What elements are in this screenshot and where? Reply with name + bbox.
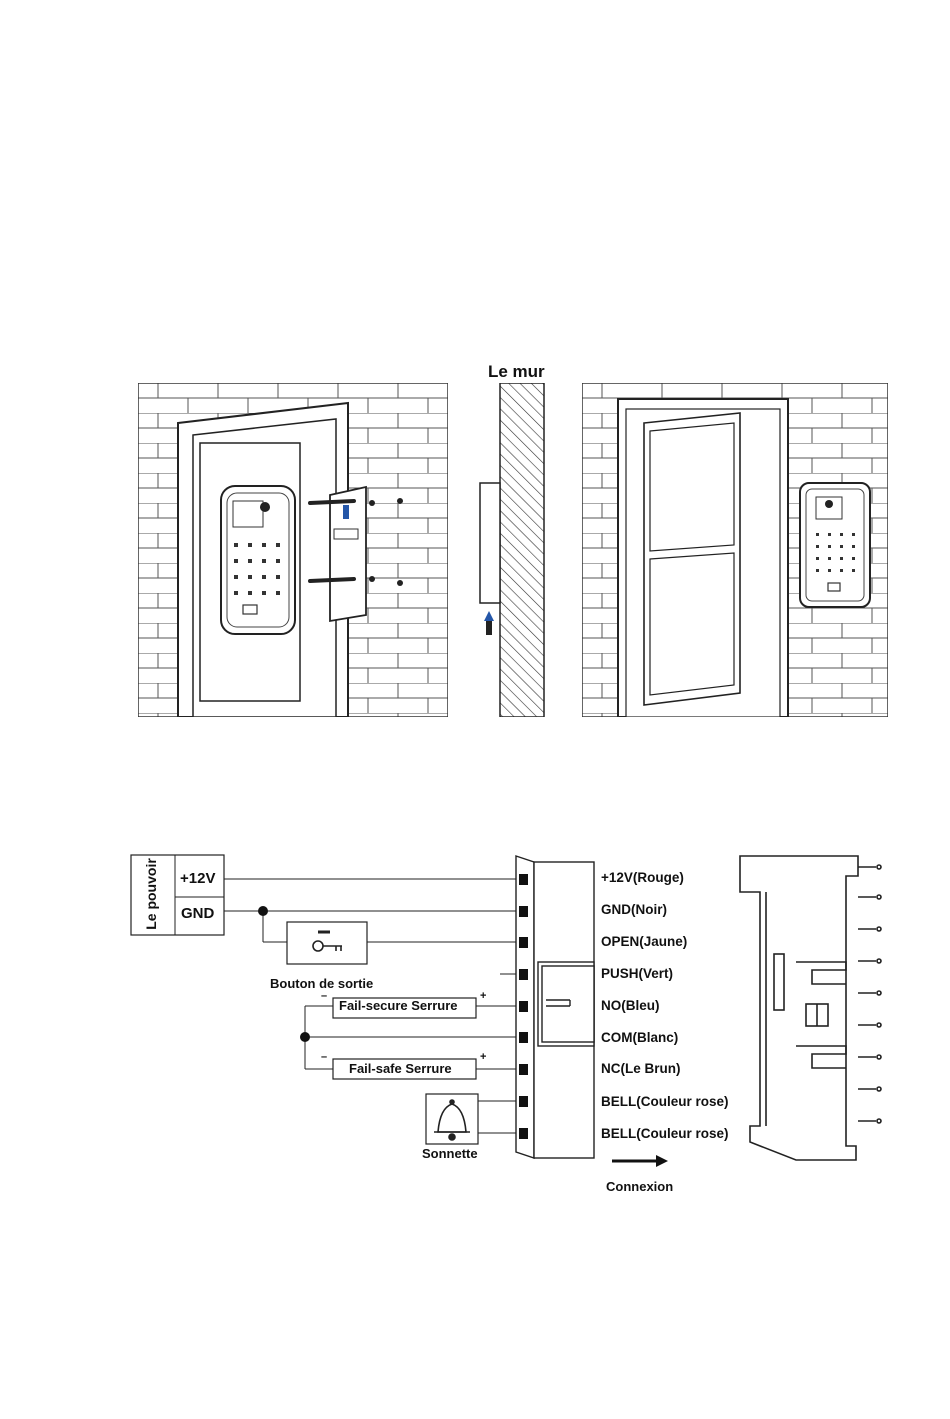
key-icon bbox=[313, 932, 342, 951]
terminal-label: COM(Blanc) bbox=[601, 1030, 678, 1045]
terminal-label: OPEN(Jaune) bbox=[601, 934, 687, 949]
terminal-label: +12V(Rouge) bbox=[601, 870, 684, 885]
fail-safe-minus: – bbox=[321, 1051, 327, 1063]
wiring-diagram: Le pouvoir +12V GND Bouton de sortie – F… bbox=[0, 840, 950, 1220]
wall-label: Le mur bbox=[488, 362, 545, 382]
power-source-label: Le pouvoir bbox=[143, 848, 159, 940]
installed-illustration bbox=[582, 383, 888, 717]
terminal-label: BELL(Couleur rose) bbox=[601, 1126, 729, 1141]
connection-label: Connexion bbox=[606, 1179, 673, 1194]
fail-safe-plus: + bbox=[480, 1051, 486, 1063]
power-gnd-label: GND bbox=[181, 905, 214, 922]
exit-button-label: Bouton de sortie bbox=[270, 976, 373, 991]
connector-pins bbox=[858, 865, 881, 1123]
connector-side-view bbox=[740, 856, 858, 1160]
bell-icon bbox=[434, 1100, 470, 1140]
terminal-label: NO(Bleu) bbox=[601, 998, 660, 1013]
terminal-label: NC(Le Brun) bbox=[601, 1061, 681, 1076]
mounting-illustration bbox=[138, 383, 448, 717]
terminal-label: GND(Noir) bbox=[601, 902, 667, 917]
doorbell-label: Sonnette bbox=[422, 1146, 478, 1161]
fail-secure-minus: – bbox=[321, 990, 327, 1002]
fail-secure-plus: + bbox=[480, 990, 486, 1002]
fail-safe-lock-label: Fail-safe Serrure bbox=[349, 1061, 452, 1076]
terminal-label: PUSH(Vert) bbox=[601, 966, 673, 981]
wall-section-illustration bbox=[474, 383, 546, 717]
terminal-label: BELL(Couleur rose) bbox=[601, 1094, 729, 1109]
fail-secure-lock-label: Fail-secure Serrure bbox=[339, 998, 458, 1013]
terminal-pins bbox=[519, 874, 528, 1139]
power-plus-label: +12V bbox=[180, 870, 215, 887]
connection-arrow-icon bbox=[612, 1155, 668, 1167]
installation-illustrations: Le mur bbox=[0, 0, 950, 730]
